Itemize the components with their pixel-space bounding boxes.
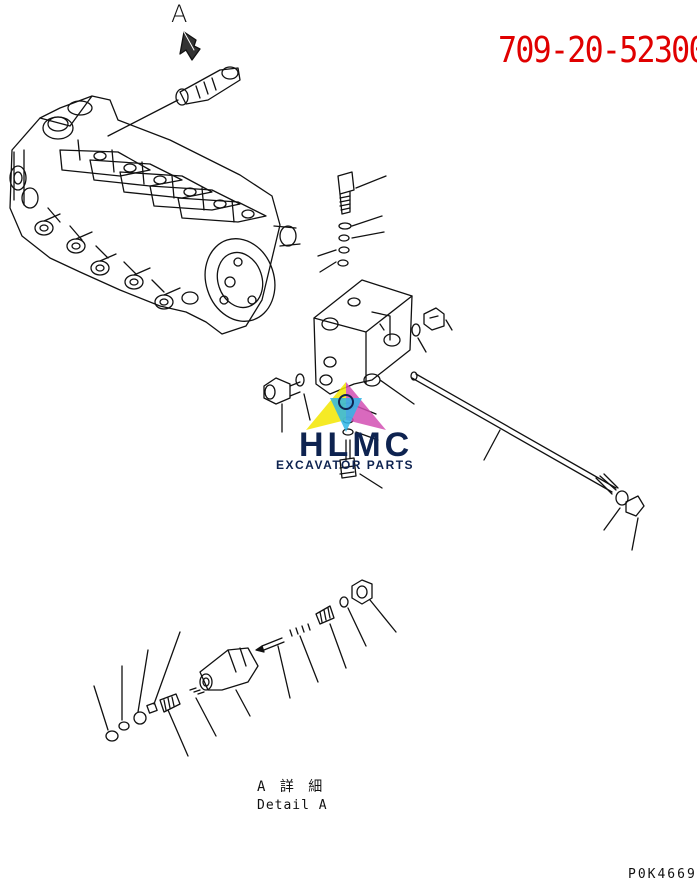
watermark-logo-icon <box>306 382 386 432</box>
watermark-brand: HLMC <box>299 426 414 464</box>
detail-caption-en: Detail A <box>257 798 328 813</box>
top-bolt-stack <box>317 171 387 273</box>
part-number: 709-20-52300 <box>498 30 697 71</box>
connector-fitting <box>107 66 241 137</box>
drawing-code: P0K4669 <box>628 867 697 882</box>
tie-rod <box>410 371 645 551</box>
watermark-tagline: EXCAVATOR PARTS <box>276 458 415 472</box>
side-plug-left <box>263 373 311 433</box>
control-valve-body <box>9 95 301 335</box>
detail-caption-jp: A 詳 細 <box>257 779 326 795</box>
detail-a-parts <box>93 579 397 757</box>
view-label: A <box>171 0 188 28</box>
side-plug-right <box>411 307 453 353</box>
valve-block <box>313 279 415 405</box>
view-arrow-icon <box>179 31 201 61</box>
